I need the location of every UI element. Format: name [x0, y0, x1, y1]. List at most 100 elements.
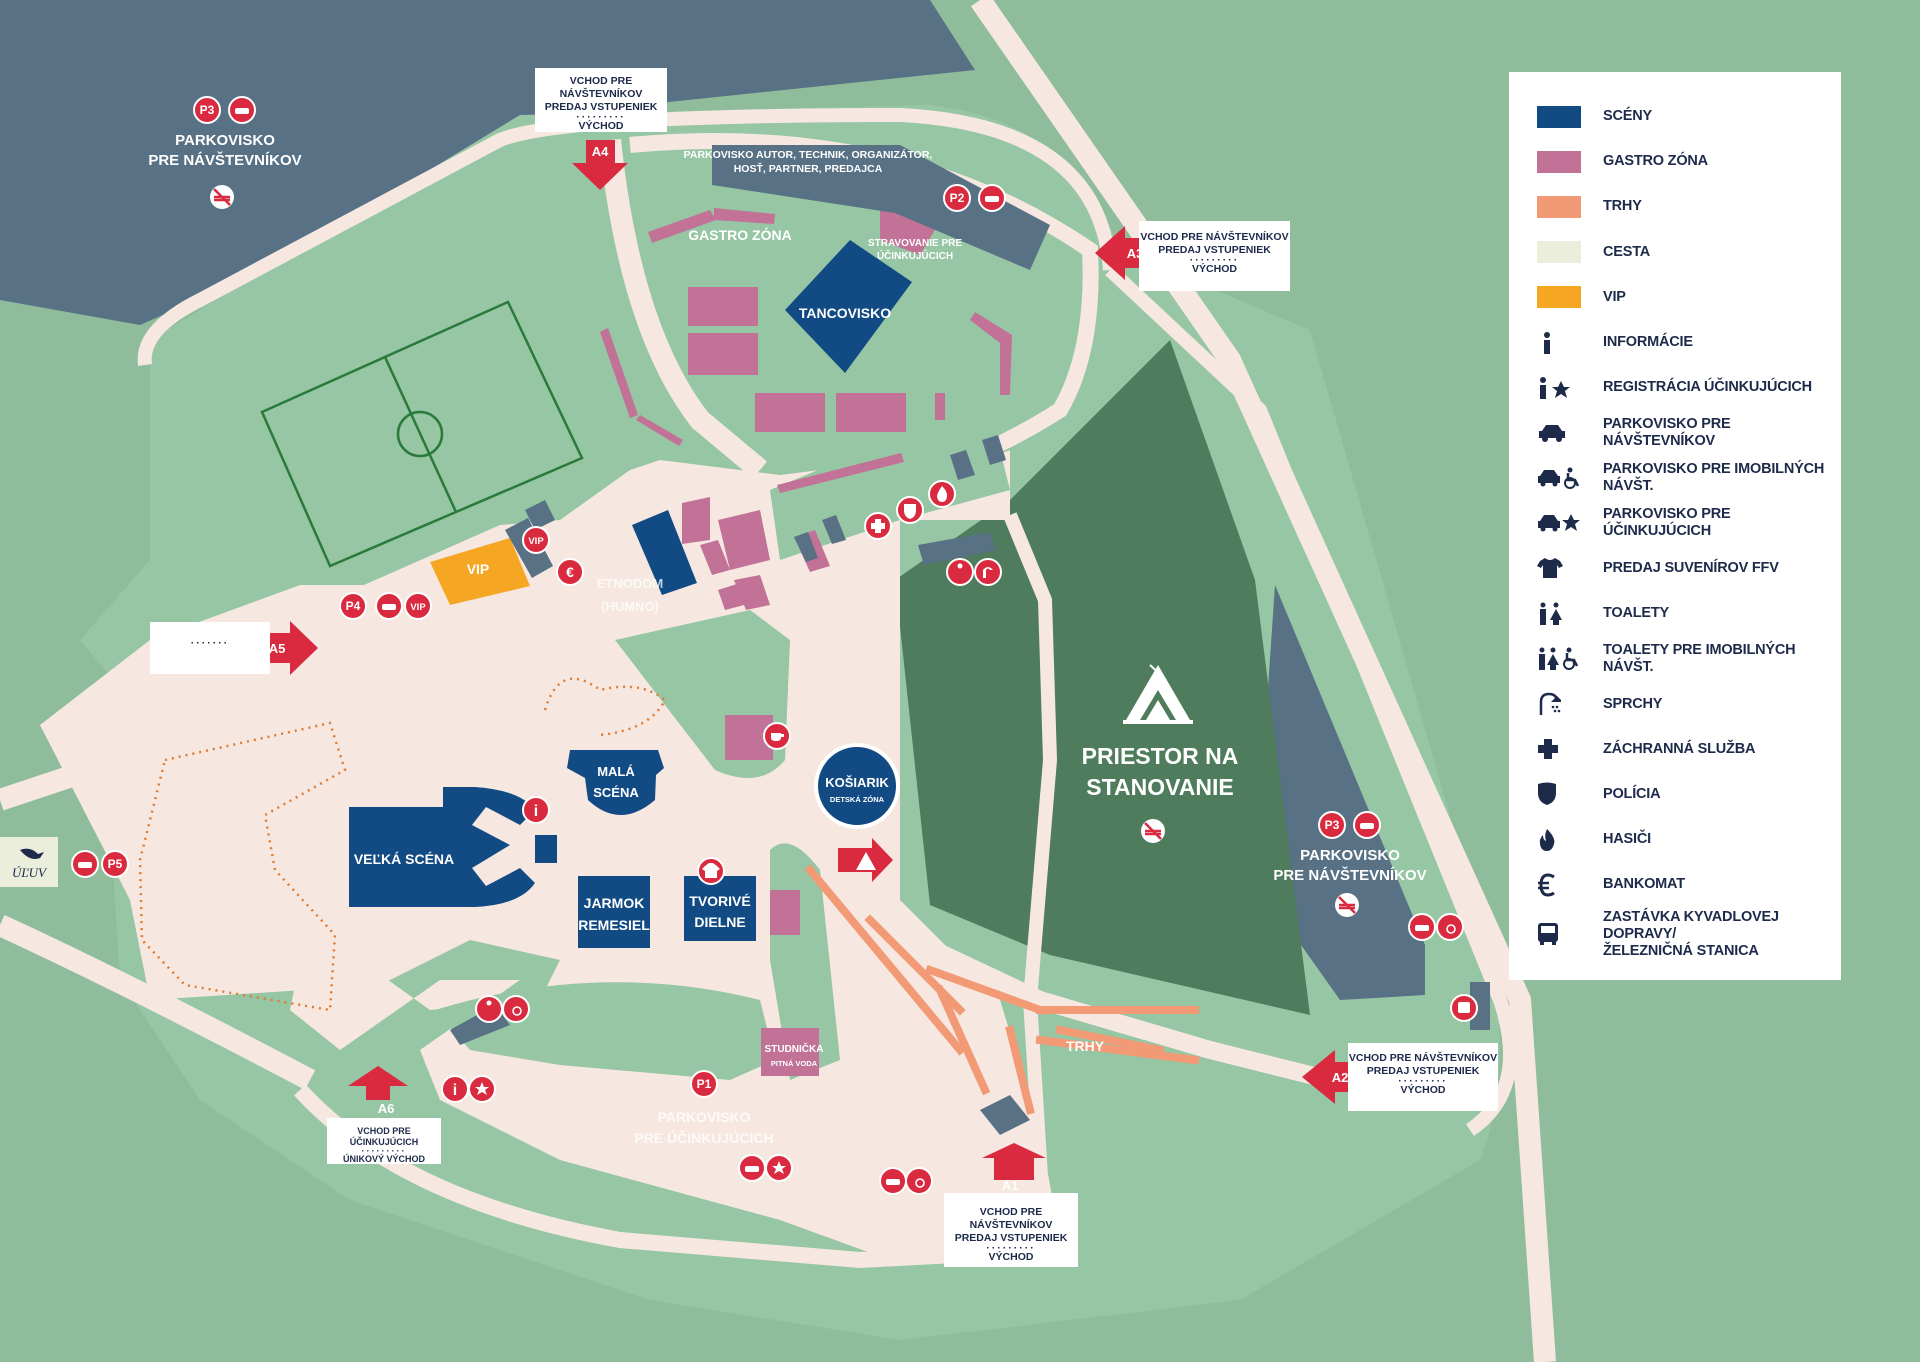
uluv-logo-bird	[20, 848, 44, 859]
entrance-a2-line3: VÝCHOD	[1400, 1084, 1446, 1096]
etnodom-label1: ETNODOM	[597, 576, 663, 591]
legend-label-line2: ŽELEZNIČNÁ STANICA	[1603, 942, 1759, 959]
mala-scena-label1: MALÁ	[597, 764, 635, 779]
p3-right-code: P3	[1325, 818, 1340, 832]
entrance-a4-line3: VÝCHOD	[578, 120, 624, 132]
entrance-a6-code: A6	[378, 1101, 395, 1116]
legend-row-parking-disabled: PARKOVISKO PRE IMOBILNÝCH NÁVŠT.	[1537, 456, 1841, 501]
legend-label: VIP	[1603, 288, 1626, 305]
car-wheelchair-icon	[1537, 467, 1581, 490]
tancovisko-label: TANCOVISKO	[799, 305, 891, 321]
car-glyph-p4	[382, 604, 396, 610]
legend-label: ZÁCHRANNÁ SLUŽBA	[1603, 740, 1756, 757]
entrance-arrows	[264, 140, 1363, 1180]
entrance-a5-code: A5	[269, 641, 286, 656]
entrance-a2-box: VCHOD PRE NÁVŠTEVNÍKOV PREDAJ VSTUPENIEK…	[1348, 1043, 1498, 1111]
legend-row-vip: VIP	[1537, 275, 1841, 320]
toilet-glyph-north	[957, 563, 963, 569]
parking-area-p3-right	[1255, 585, 1425, 1000]
fire-icon	[1537, 828, 1581, 852]
legend-row-info: INFORMÁCIE	[1537, 320, 1841, 365]
velka-scena-label: VEĽKÁ SCÉNA	[354, 851, 454, 867]
legend-row-police: POLÍCIA	[1537, 772, 1841, 817]
camping-label1: PRIESTOR NA	[1082, 743, 1239, 769]
service-blocks	[450, 145, 1050, 1045]
info-glyph-south: i	[453, 1082, 457, 1099]
wheelchair-icon-right	[1436, 913, 1464, 941]
car-glyph-p3-top	[235, 108, 249, 114]
parking-p3-right-label2: PRE NÁVŠTEVNÍKOV	[1273, 866, 1426, 884]
west-road	[0, 729, 184, 811]
parking-p1-label1: PARKOVISKO	[657, 1109, 750, 1125]
entrance-a4-box: VCHOD PRE NÁVŠTEVNÍKOV PREDAJ VSTUPENIEK…	[535, 68, 667, 132]
legend-swatch-stages	[1537, 105, 1581, 128]
toilet-icon	[1537, 602, 1581, 626]
south-road	[812, 835, 1333, 1089]
bus-stop-block	[1470, 982, 1490, 1030]
vip-area-label: VIP	[467, 561, 490, 577]
euro-icon	[1537, 873, 1581, 897]
tancovisko	[785, 240, 912, 373]
entrance-a4-code: A4	[592, 144, 609, 159]
entrance-a1-dots: ·········	[986, 1242, 1036, 1254]
parking-p1-label2: PRE ÚČINKUJÚCICH	[634, 1129, 773, 1146]
p3-top-badge	[193, 96, 221, 124]
p4-code: P4	[346, 599, 361, 613]
camp-direction-tent-icon	[856, 852, 876, 870]
vip-badge	[522, 526, 550, 554]
legend-label: CESTA	[1603, 243, 1651, 260]
mala-scena-fence	[543, 677, 667, 737]
entrance-a6-line3: ÚNIKOVÝ VÝCHOD	[342, 1154, 425, 1164]
mala-scena	[567, 750, 664, 815]
toilet-wheelchair-icon	[1537, 647, 1581, 671]
car-star-icon	[1537, 512, 1581, 534]
etnodom-label2: (HUMNO)	[601, 599, 659, 614]
fire-glyph	[937, 486, 948, 502]
mala-scena-label2: SCÉNA	[593, 785, 639, 800]
info-star-icon	[1537, 376, 1581, 400]
car-icon	[1537, 423, 1581, 443]
gate-a1-structure	[980, 1095, 1030, 1135]
legend-label: SCÉNY	[1603, 108, 1652, 125]
north-path	[599, 138, 768, 479]
legend-row-toilets: TOALETY	[1537, 591, 1841, 636]
shower-icon-map	[974, 558, 1002, 586]
p4-badge	[339, 592, 367, 620]
entrance-a3-line2: PREDAJ VSTUPENIEK	[1158, 244, 1271, 256]
legend-label: INFORMÁCIE	[1603, 334, 1693, 351]
entrance-a6-line1: VCHOD PRE ÚČINKUJÚCICH	[349, 1126, 419, 1147]
parking-p2-label1: PARKOVISKO AUTOR, TECHNIK, ORGANIZÁTOR,	[684, 148, 933, 161]
legend-row-stages: SCÉNY	[1537, 94, 1841, 139]
entrance-a1-line2: PREDAJ VSTUPENIEK	[954, 1232, 1068, 1244]
wheelchair-glyph-right	[1446, 924, 1456, 934]
car-glyph-p3-right	[1360, 823, 1374, 829]
entrance-a1-box: VCHOD PRE NÁVŠTEVNÍKOV PREDAJ VSTUPENIEK…	[944, 1193, 1078, 1267]
kosiarik-label2: DETSKÁ ZÓNA	[830, 795, 885, 804]
legend-row-registration: REGISTRÁCIA ÚČINKUJÚCICH	[1537, 365, 1841, 410]
legend-swatch-path	[1537, 241, 1581, 264]
entrance-a2-line1: VCHOD PRE NÁVŠTEVNÍKOV	[1348, 1052, 1498, 1064]
car-glyph-p1	[745, 1166, 759, 1172]
legend-label-line1: ZASTÁVKA KYVADLOVEJ DOPRAVY/	[1603, 908, 1779, 942]
p3-top-code: P3	[200, 103, 215, 117]
no-car-icon-camp	[1141, 819, 1165, 843]
euro-icon-map	[556, 558, 584, 586]
info-glyph: i	[534, 803, 538, 820]
legend-label: PARKOVISKO PRE IMOBILNÝCH NÁVŠT.	[1603, 461, 1825, 495]
entrance-a4-dots: ·········	[576, 111, 626, 123]
p2-code: P2	[950, 191, 965, 205]
legend-row-gastro: GASTRO ZÓNA	[1537, 139, 1841, 184]
perimeter-path	[137, 107, 1117, 366]
legend-row-markets: TRHY	[1537, 184, 1841, 229]
jarmok-label2: REMESIEL	[578, 917, 650, 933]
bus-icon	[1537, 922, 1581, 946]
first-aid-icon	[1537, 738, 1581, 760]
entrance-a3-box: VCHOD PRE NÁVŠTEVNÍKOV PREDAJ VSTUPENIEK…	[1139, 221, 1290, 291]
entrance-a3-dots: ·········	[1189, 254, 1240, 266]
entrance-a2-line2: PREDAJ VSTUPENIEK	[1366, 1065, 1480, 1077]
police-glyph	[904, 504, 916, 519]
car-glyph-disabled-south	[886, 1179, 900, 1185]
parking-p3-top-label2: PRE NÁVŠTEVNÍKOV	[148, 151, 301, 169]
tvorive-dielne	[684, 876, 756, 941]
uluv-logo-text: ÚĽUV	[12, 865, 48, 880]
